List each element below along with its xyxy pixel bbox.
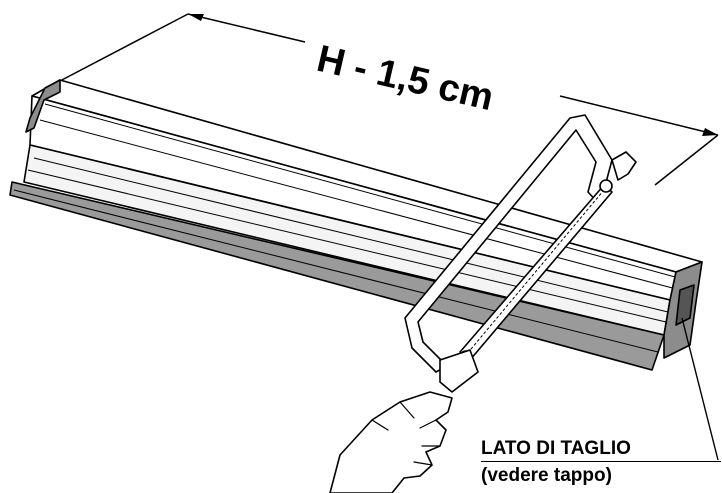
dimension-label: H - 1,5 cm (313, 38, 497, 119)
blade-pin-top (599, 179, 613, 193)
callout-see-cap-note: (vedere tappo) (481, 465, 612, 486)
aluminium-profile (9, 79, 703, 371)
hacksaw-handle (439, 349, 479, 393)
callout-leader-line (681, 317, 719, 461)
hacksaw (404, 114, 637, 393)
tension-nut (611, 151, 637, 181)
callout-underline (481, 461, 721, 462)
callout-cut-side-label: LATO DI TAGLIO (481, 438, 631, 459)
left-end-cap (25, 79, 61, 133)
dimension-line (57, 13, 719, 186)
hand (329, 391, 453, 493)
